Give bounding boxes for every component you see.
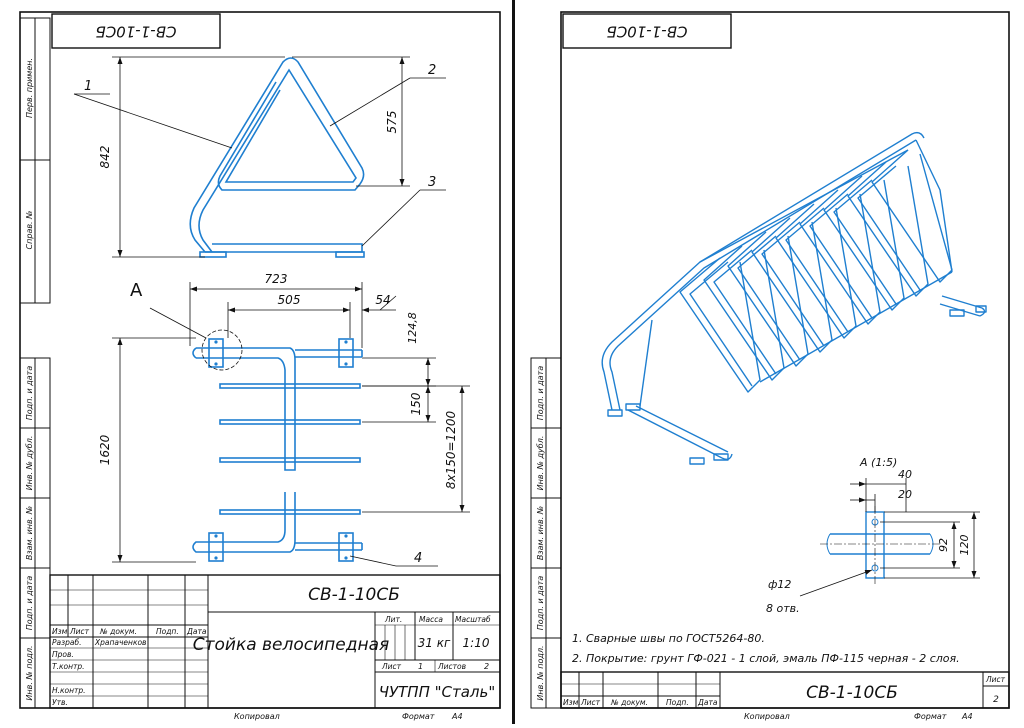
tb1-developer: Храпаченков <box>94 638 146 647</box>
dim-723: 723 <box>265 272 288 286</box>
note-2: 2. Покрытие: грунт ГФ-021 - 1 слой, эмал… <box>572 652 960 665</box>
title-block-2-lines <box>560 671 1010 709</box>
strip-label: Инв. № дубл. <box>536 436 545 491</box>
tb1-name: Стойка велосипедная <box>193 635 390 655</box>
tb1-lit-label: Лит. <box>384 615 402 624</box>
stamp-designation: СВ-1-10СБ <box>96 23 177 41</box>
sheet-1-side-strips <box>19 17 51 709</box>
footer-copied-2: Копировал <box>744 712 790 721</box>
isometric-view <box>601 131 987 465</box>
footer-format-2: А4 <box>961 712 973 721</box>
tb2-col-list: Лист <box>580 698 601 707</box>
detail-a-view <box>820 506 940 584</box>
tb1-mass-label: Масса <box>419 615 443 624</box>
tb2-col-date: Дата <box>697 698 718 707</box>
tb1-role: Разраб. <box>52 638 81 647</box>
sheet-separator <box>512 0 515 724</box>
dim-120: 120 <box>958 535 971 556</box>
detail-a-leader <box>149 307 207 339</box>
strip-label: Подп. и дата <box>536 576 545 631</box>
footer-copied: Копировал <box>234 712 280 721</box>
tb2-sheet-no: 2 <box>993 695 999 705</box>
tb1-sheets-label: Листов <box>437 662 466 671</box>
dim-20: 20 <box>898 488 912 501</box>
sheet-2-side-strips <box>530 357 562 709</box>
callout-1: 1 <box>84 79 92 94</box>
tb1-col-izm: Изм. <box>52 627 70 636</box>
stamp-designation-2: СВ-1-10СБ <box>607 23 688 41</box>
note-1: 1. Сварные швы по ГОСТ5264-80. <box>572 632 765 645</box>
footer-format: А4 <box>451 712 463 721</box>
tb1-scale: 1:10 <box>463 636 490 650</box>
strip-label: Взам. инв. № <box>25 506 34 560</box>
callout-4: 4 <box>414 551 422 566</box>
strip-label: Справ. № <box>25 211 34 250</box>
strip-label: Инв. № подл. <box>25 645 34 700</box>
tb2-designation: СВ-1-10СБ <box>806 683 898 703</box>
top-view-dimensions <box>112 282 470 567</box>
detail-a-letter: А <box>130 280 143 301</box>
dim-92: 92 <box>937 538 950 552</box>
tb1-role: Т.контр. <box>52 662 85 671</box>
sheet-2: Подп. и дата Инв. № дубл. Взам. инв. № П… <box>530 11 1010 721</box>
top-view <box>192 338 363 562</box>
hole-count: 8 отв. <box>766 602 800 615</box>
tb1-sheet-no: 1 <box>418 662 423 671</box>
side-view-dimensions <box>73 56 446 258</box>
strip-label: Взам. инв. № <box>536 506 545 560</box>
stamp-box-2 <box>562 13 732 49</box>
tb1-col-sign: Подп. <box>156 627 179 636</box>
strip-label: Подп. и дата <box>25 576 34 631</box>
tb1-sheets-total: 2 <box>484 662 489 671</box>
strip-label: Подп. и дата <box>25 366 34 421</box>
dim-505: 505 <box>278 293 301 307</box>
tb2-col-doc: № докум. <box>610 698 648 707</box>
tb1-role: Н.контр. <box>52 686 86 695</box>
detail-a-dimensions <box>799 478 980 597</box>
callout-2: 2 <box>428 63 436 78</box>
dim-54: 54 <box>375 293 390 307</box>
tb1-col-date: Дата <box>186 627 207 636</box>
detail-a-marker <box>201 329 243 371</box>
dim-40: 40 <box>898 468 912 481</box>
tb2-col-sign: Подп. <box>666 698 689 707</box>
tb2-col-izm: Изм. <box>563 698 581 707</box>
detail-a-label: А (1:5) <box>859 456 897 469</box>
dim-8x150: 8х150=1200 <box>444 411 458 490</box>
dim-842: 842 <box>98 146 112 169</box>
tb1-scale-label: Масштаб <box>455 615 491 624</box>
dim-1620: 1620 <box>98 434 112 465</box>
tb1-mass: 31 кг <box>418 636 451 650</box>
strip-label: Подп. и дата <box>536 366 545 421</box>
callout-3: 3 <box>428 175 436 190</box>
tb1-company: ЧУТПП "Сталь" <box>379 683 496 701</box>
dim-575: 575 <box>385 111 399 134</box>
side-view <box>189 57 365 258</box>
tb1-role: Пров. <box>52 650 74 659</box>
strip-label: Инв. № подл. <box>536 645 545 700</box>
strip-label: Перв. примен. <box>25 58 34 118</box>
dim-124-8: 124,8 <box>406 312 419 344</box>
footer-format-label-2: Формат <box>914 712 947 721</box>
tb1-sheet-label: Лист <box>381 662 402 671</box>
hole-diameter: ф12 <box>768 578 791 591</box>
plate-holes <box>214 340 348 560</box>
tb1-col-doc: № докум. <box>99 627 137 636</box>
title-block-1-lines <box>49 574 501 709</box>
sheet-1: Перв. примен. Справ. № Подп. и дата Инв.… <box>19 11 501 721</box>
tb1-designation: СВ-1-10СБ <box>308 585 400 605</box>
footer-format-label: Формат <box>402 712 435 721</box>
tb1-col-list: Лист <box>69 627 90 636</box>
strip-label: Инв. № дубл. <box>25 436 34 491</box>
dim-150: 150 <box>409 392 423 415</box>
tb2-sheet-label: Лист <box>985 675 1006 684</box>
stamp-box <box>51 13 221 49</box>
tb1-role: Утв. <box>52 698 68 707</box>
